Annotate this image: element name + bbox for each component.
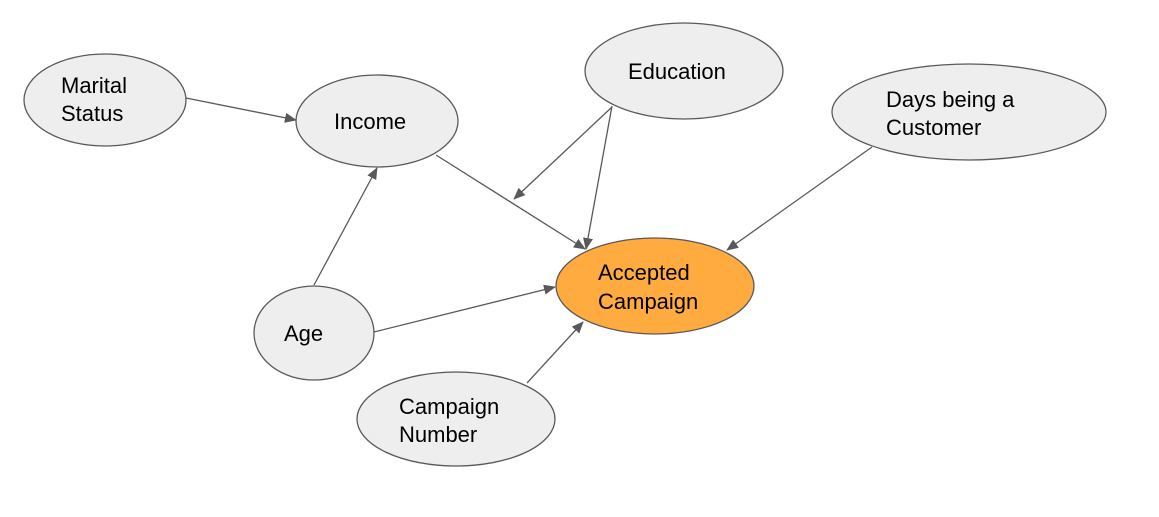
node-marital-status-shape [23,53,187,147]
node-campaign-number-label: Number [399,422,477,447]
node-income-label: Income [334,109,406,134]
node-income: Income [295,74,459,168]
edge-income-to-accepted-campaign [435,154,586,250]
node-education-shape [584,22,784,120]
node-campaign-number-shape [356,371,556,467]
node-education-label: Education [628,59,726,84]
node-accepted-campaign-label: Campaign [598,289,698,314]
node-accepted-campaign-shape [555,237,755,335]
node-marital-status-label: Marital [61,73,127,98]
edge-education-to-accepted-campaign [583,105,613,250]
edge-days-customer-to-accepted-campaign [726,146,873,251]
edge-education-to-income-edge [513,106,613,200]
node-age: Age [253,285,375,381]
node-age-shape [253,285,375,381]
edge-age-to-accepted-campaign [373,284,556,333]
node-marital-status: Marital Status [23,53,187,147]
edge-age-to-income [313,167,378,286]
node-education: Education [584,22,784,120]
node-age-label: Age [284,321,323,346]
edges [185,97,873,384]
node-days-being-a-customer-label: Days being a [886,87,1015,112]
node-days-being-a-customer-label: Customer [886,115,981,140]
edge-campaign-number-to-accepted-campaign [526,321,584,384]
node-days-being-a-customer: Days being a Customer [831,63,1107,161]
node-marital-status-label: Status [61,101,123,126]
edge-marital-status-to-income [185,97,297,123]
node-accepted-campaign-label: Accepted [598,260,690,285]
node-accepted-campaign: Accepted Campaign [555,237,755,335]
node-days-being-a-customer-shape [831,63,1107,161]
node-income-shape [295,74,459,168]
node-campaign-number: Campaign Number [356,371,556,467]
node-campaign-number-label: Campaign [399,394,499,419]
